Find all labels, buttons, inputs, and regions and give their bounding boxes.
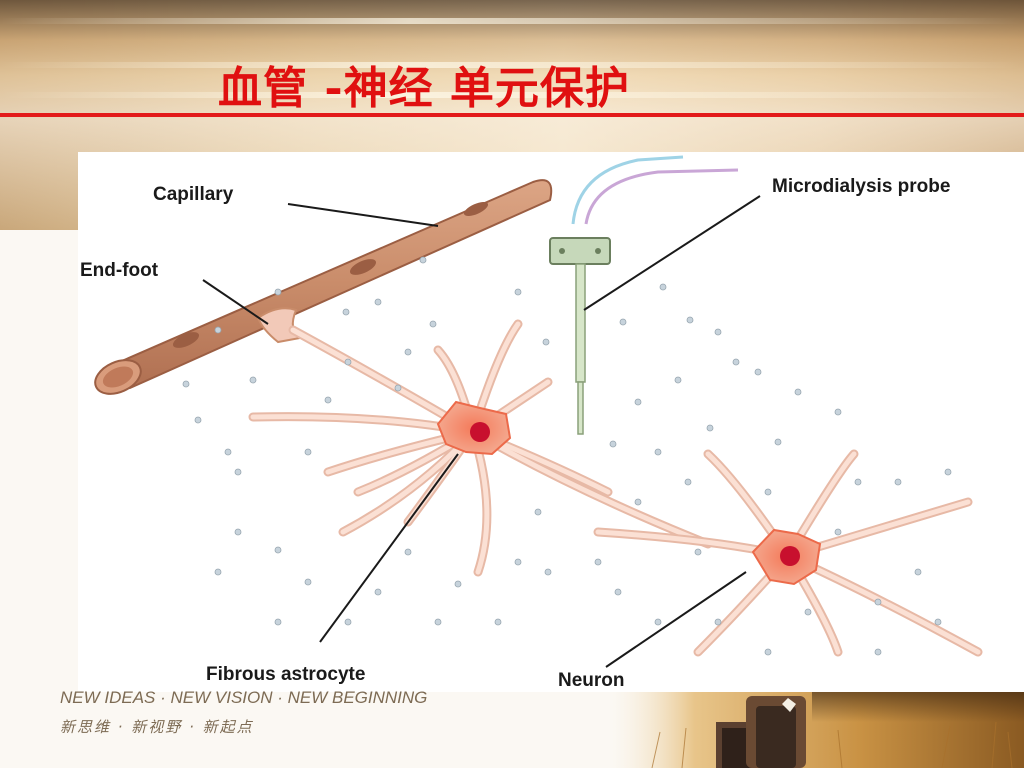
particle-dot — [674, 376, 682, 384]
banner-streak — [0, 92, 1024, 98]
particle-dot — [774, 438, 782, 446]
extracellular-particles — [182, 256, 952, 656]
tagline-english: NEW IDEAS · NEW VISION · NEW BEGINNING — [60, 688, 428, 707]
particle-dot — [214, 326, 222, 334]
probe-tip — [577, 381, 584, 435]
particle-dot — [654, 448, 662, 456]
slide-title: 血管 -神经 单元保护 — [218, 63, 630, 114]
particle-dot — [234, 528, 242, 536]
particle-dot — [374, 588, 382, 596]
particle-dot — [454, 580, 462, 588]
banner-streak — [0, 18, 1024, 24]
particle-dot — [324, 396, 332, 404]
microdialysis-probe — [549, 155, 739, 435]
end-foot-label: End-foot — [80, 260, 159, 281]
particle-dot — [214, 568, 222, 576]
particle-dot — [514, 558, 522, 566]
tagline-chinese: 新思维 · 新视野 · 新起点 — [60, 718, 254, 736]
neuron-label: Neuron — [558, 670, 625, 691]
end-foot-leader-line — [202, 279, 269, 325]
particle-dot — [874, 648, 882, 656]
particle-dot — [544, 568, 552, 576]
neuron-leader-line — [605, 571, 747, 668]
particle-dot — [344, 618, 352, 626]
capillary-label: Capillary — [153, 184, 234, 205]
wooden-letter-blocks — [716, 696, 806, 768]
particle-dot — [944, 468, 952, 476]
particle-dot — [794, 388, 802, 396]
particle-dot — [684, 478, 692, 486]
neuron-nucleus — [780, 546, 800, 566]
title-divider — [0, 113, 1024, 117]
particle-dot — [706, 424, 714, 432]
particle-dot — [434, 618, 442, 626]
particle-dot — [274, 546, 282, 554]
particle-dot — [804, 608, 812, 616]
particle-dot — [304, 448, 312, 456]
particle-dot — [194, 416, 202, 424]
particle-dot — [934, 618, 942, 626]
astrocyte-leader-line — [319, 453, 459, 643]
particle-dot — [714, 328, 722, 336]
particle-dot — [659, 283, 667, 291]
astrocyte-nucleus — [470, 422, 490, 442]
particle-dot — [764, 648, 772, 656]
particle-dot — [619, 318, 627, 326]
particle-dot — [374, 298, 382, 306]
particle-dot — [224, 448, 232, 456]
capillary-leader-line — [287, 203, 439, 227]
leader-lines — [202, 195, 761, 668]
particle-dot — [614, 588, 622, 596]
particle-dot — [854, 478, 862, 486]
particle-dot — [494, 618, 502, 626]
probe-tube-outlet — [584, 168, 739, 225]
particle-dot — [594, 558, 602, 566]
diagram-svg: Capillary End-foot Microdialysis probe F… — [80, 155, 983, 691]
particle-dot — [894, 478, 902, 486]
particle-dot — [304, 578, 312, 586]
probe-tube-inlet — [571, 155, 684, 225]
particle-dot — [429, 320, 437, 328]
sparkle-icon — [782, 698, 796, 712]
particle-dot — [404, 348, 412, 356]
particle-dot — [274, 288, 282, 296]
fibrous-astrocyte-label: Fibrous astrocyte — [206, 664, 365, 685]
particle-dot — [404, 548, 412, 556]
particle-dot — [342, 308, 350, 316]
particle-dot — [609, 440, 617, 448]
probe-leader-line — [583, 195, 761, 311]
particle-dot — [874, 598, 882, 606]
particle-dot — [542, 338, 550, 346]
particle-dot — [634, 498, 642, 506]
particle-dot — [182, 380, 190, 388]
capillary — [94, 179, 553, 395]
particle-dot — [834, 528, 842, 536]
particle-dot — [234, 468, 242, 476]
particle-dot — [534, 508, 542, 516]
particle-dot — [914, 568, 922, 576]
particle-dot — [274, 618, 282, 626]
particle-dot — [754, 368, 762, 376]
particle-dot — [249, 376, 257, 384]
particle-dot — [419, 256, 427, 264]
particle-dot — [714, 618, 722, 626]
neurovascular-unit-diagram: Capillary End-foot Microdialysis probe F… — [78, 152, 1024, 692]
golden-field-with-letters-photo — [612, 692, 1024, 768]
particle-dot — [654, 618, 662, 626]
particle-dot — [514, 288, 522, 296]
particle-dot — [732, 358, 740, 366]
particle-dot — [694, 548, 702, 556]
end-foot — [256, 307, 303, 344]
particle-dot — [764, 488, 772, 496]
particle-dot — [344, 358, 352, 366]
particle-dot — [394, 384, 402, 392]
probe-shaft — [575, 263, 586, 383]
banner-streak — [0, 62, 1024, 68]
particle-dot — [634, 398, 642, 406]
microdialysis-probe-label: Microdialysis probe — [772, 176, 950, 197]
particle-dot — [686, 316, 694, 324]
particle-dot — [834, 408, 842, 416]
